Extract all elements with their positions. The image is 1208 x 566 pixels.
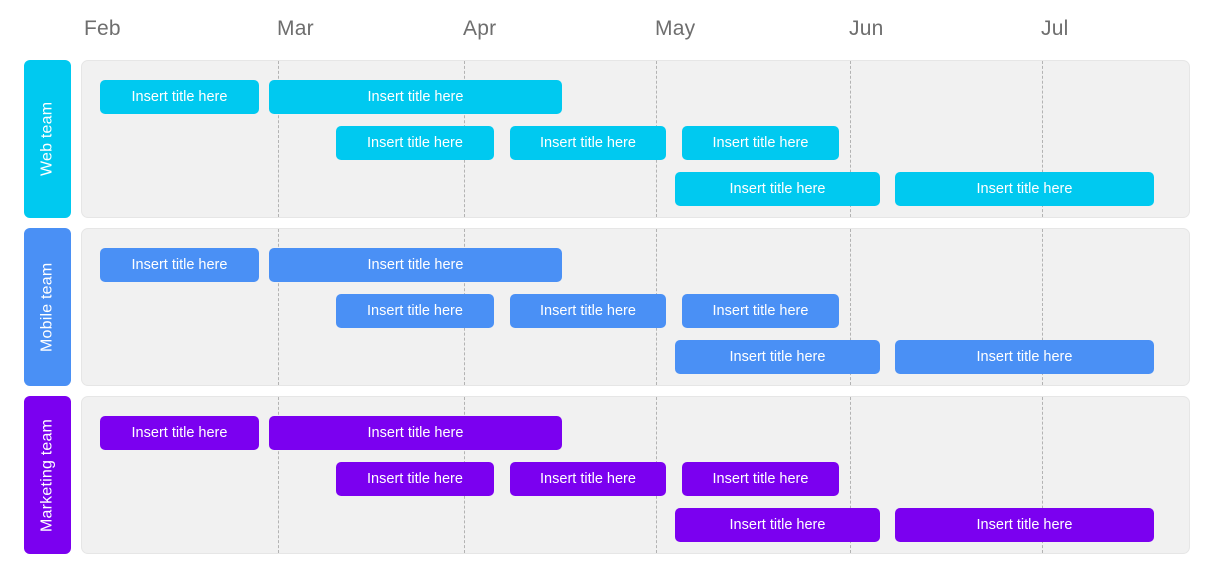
gridline-jun: [850, 397, 851, 553]
gantt-bar-label: Insert title here: [367, 135, 463, 151]
gantt-bar-label: Insert title here: [712, 135, 809, 151]
gridline-mar: [278, 397, 279, 553]
gantt-bar-label: Insert title here: [540, 135, 636, 151]
gantt-bar[interactable]: Insert title here: [510, 294, 666, 328]
gantt-bar[interactable]: Insert title here: [269, 416, 562, 450]
gantt-bar[interactable]: Insert title here: [100, 80, 259, 114]
gridline-jul: [1042, 61, 1043, 217]
gantt-bar-label: Insert title here: [712, 303, 809, 319]
gantt-bar-label: Insert title here: [131, 257, 228, 273]
gantt-bar-label: Insert title here: [367, 303, 463, 319]
gantt-bar-label: Insert title here: [729, 349, 826, 365]
row-label-mobile-team[interactable]: Mobile team: [24, 228, 71, 386]
gantt-bar-label: Insert title here: [367, 257, 464, 273]
month-axis-header: Feb Mar Apr May Jun Jul: [81, 14, 1190, 50]
gantt-bar[interactable]: Insert title here: [510, 126, 666, 160]
row-label-marketing-team[interactable]: Marketing team: [24, 396, 71, 554]
gantt-bar[interactable]: Insert title here: [100, 248, 259, 282]
gantt-bar[interactable]: Insert title here: [100, 416, 259, 450]
gantt-bar-label: Insert title here: [729, 517, 826, 533]
gantt-bar-label: Insert title here: [367, 89, 464, 105]
gridline-jul: [1042, 397, 1043, 553]
gantt-bar-label: Insert title here: [712, 471, 809, 487]
gantt-bar[interactable]: Insert title here: [675, 340, 880, 374]
gantt-bar-label: Insert title here: [367, 471, 463, 487]
month-label-jun: Jun: [849, 17, 884, 40]
gantt-bar-label: Insert title here: [540, 471, 636, 487]
gantt-bar-label: Insert title here: [131, 89, 228, 105]
gantt-bar-label: Insert title here: [976, 349, 1073, 365]
gridline-jul: [1042, 229, 1043, 385]
gantt-bar[interactable]: Insert title here: [510, 462, 666, 496]
gantt-bar[interactable]: Insert title here: [269, 80, 562, 114]
gantt-bar[interactable]: Insert title here: [675, 508, 880, 542]
gridline-jun: [850, 229, 851, 385]
gantt-bar[interactable]: Insert title here: [336, 126, 494, 160]
month-label-feb: Feb: [84, 17, 121, 40]
gantt-bar[interactable]: Insert title here: [336, 294, 494, 328]
month-label-apr: Apr: [463, 17, 497, 40]
month-label-mar: Mar: [277, 17, 314, 40]
gantt-bar[interactable]: Insert title here: [895, 340, 1154, 374]
gantt-bar[interactable]: Insert title here: [675, 172, 880, 206]
gantt-bar[interactable]: Insert title here: [895, 508, 1154, 542]
gantt-bar-label: Insert title here: [729, 181, 826, 197]
gantt-bar[interactable]: Insert title here: [682, 294, 839, 328]
gantt-bar[interactable]: Insert title here: [682, 462, 839, 496]
gantt-bar-label: Insert title here: [131, 425, 228, 441]
gridline-jun: [850, 61, 851, 217]
month-label-may: May: [655, 17, 696, 40]
gantt-bar[interactable]: Insert title here: [269, 248, 562, 282]
gantt-bar[interactable]: Insert title here: [336, 462, 494, 496]
row-label-web-team[interactable]: Web team: [24, 60, 71, 218]
gantt-bar-label: Insert title here: [540, 303, 636, 319]
month-label-jul: Jul: [1041, 17, 1069, 40]
gridline-mar: [278, 229, 279, 385]
gantt-bar-label: Insert title here: [367, 425, 464, 441]
gridline-mar: [278, 61, 279, 217]
gantt-bar[interactable]: Insert title here: [682, 126, 839, 160]
gantt-bar-label: Insert title here: [976, 181, 1073, 197]
gantt-bar[interactable]: Insert title here: [895, 172, 1154, 206]
gantt-bar-label: Insert title here: [976, 517, 1073, 533]
